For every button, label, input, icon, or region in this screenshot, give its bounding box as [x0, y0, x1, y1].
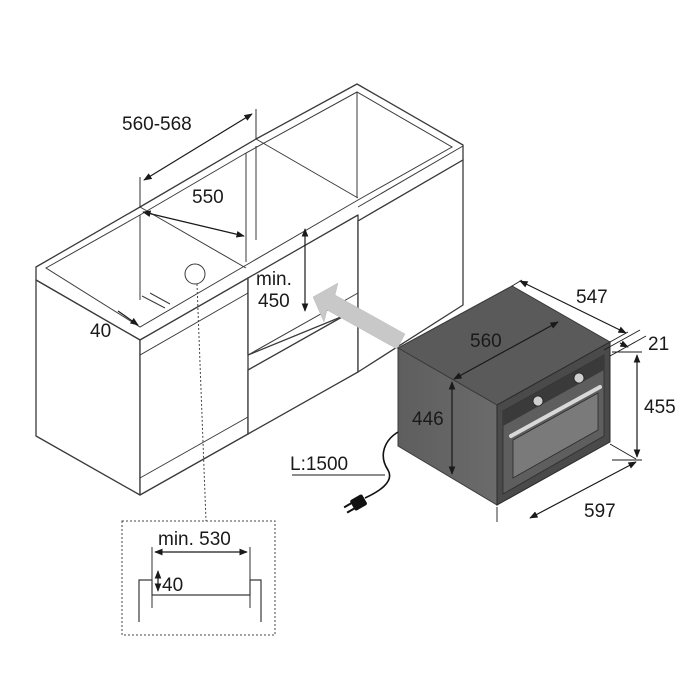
- side-offset-label: 40: [90, 321, 111, 342]
- oven-handle: [509, 385, 602, 438]
- oven-inner-depth-label: 560: [470, 331, 502, 352]
- insert-arrow: [312, 282, 406, 350]
- power-plug-icon: [343, 494, 367, 514]
- oven-body-height-label: 446: [412, 409, 444, 430]
- detail-box: [121, 520, 276, 636]
- cabinet-dimensions: 560-568 550 min. 450 40: [90, 109, 309, 342]
- cable-length-label: L:1500: [290, 454, 348, 475]
- detail-min-width-label: min. 530: [158, 529, 231, 550]
- detail-inset: min. 530 40: [121, 283, 276, 636]
- oven-knob-left: [532, 395, 544, 407]
- detail-offset-label: 40: [162, 575, 183, 596]
- niche-width-label: 560-568: [122, 114, 192, 135]
- oven-knob-right: [573, 372, 585, 384]
- niche-inner-width-label: 550: [192, 187, 224, 208]
- power-cable: [364, 431, 399, 499]
- oven-height-label: 455: [644, 397, 676, 418]
- niche-height-min-label: min.: [256, 269, 292, 290]
- niche-height-value-label: 450: [258, 291, 290, 312]
- oven-width-label: 597: [584, 501, 616, 522]
- oven-depth-label: 547: [576, 287, 608, 308]
- oven-dimensions: 547 560 21 455 446 597 L:1500: [290, 279, 676, 522]
- front-thickness-label: 21: [648, 334, 669, 355]
